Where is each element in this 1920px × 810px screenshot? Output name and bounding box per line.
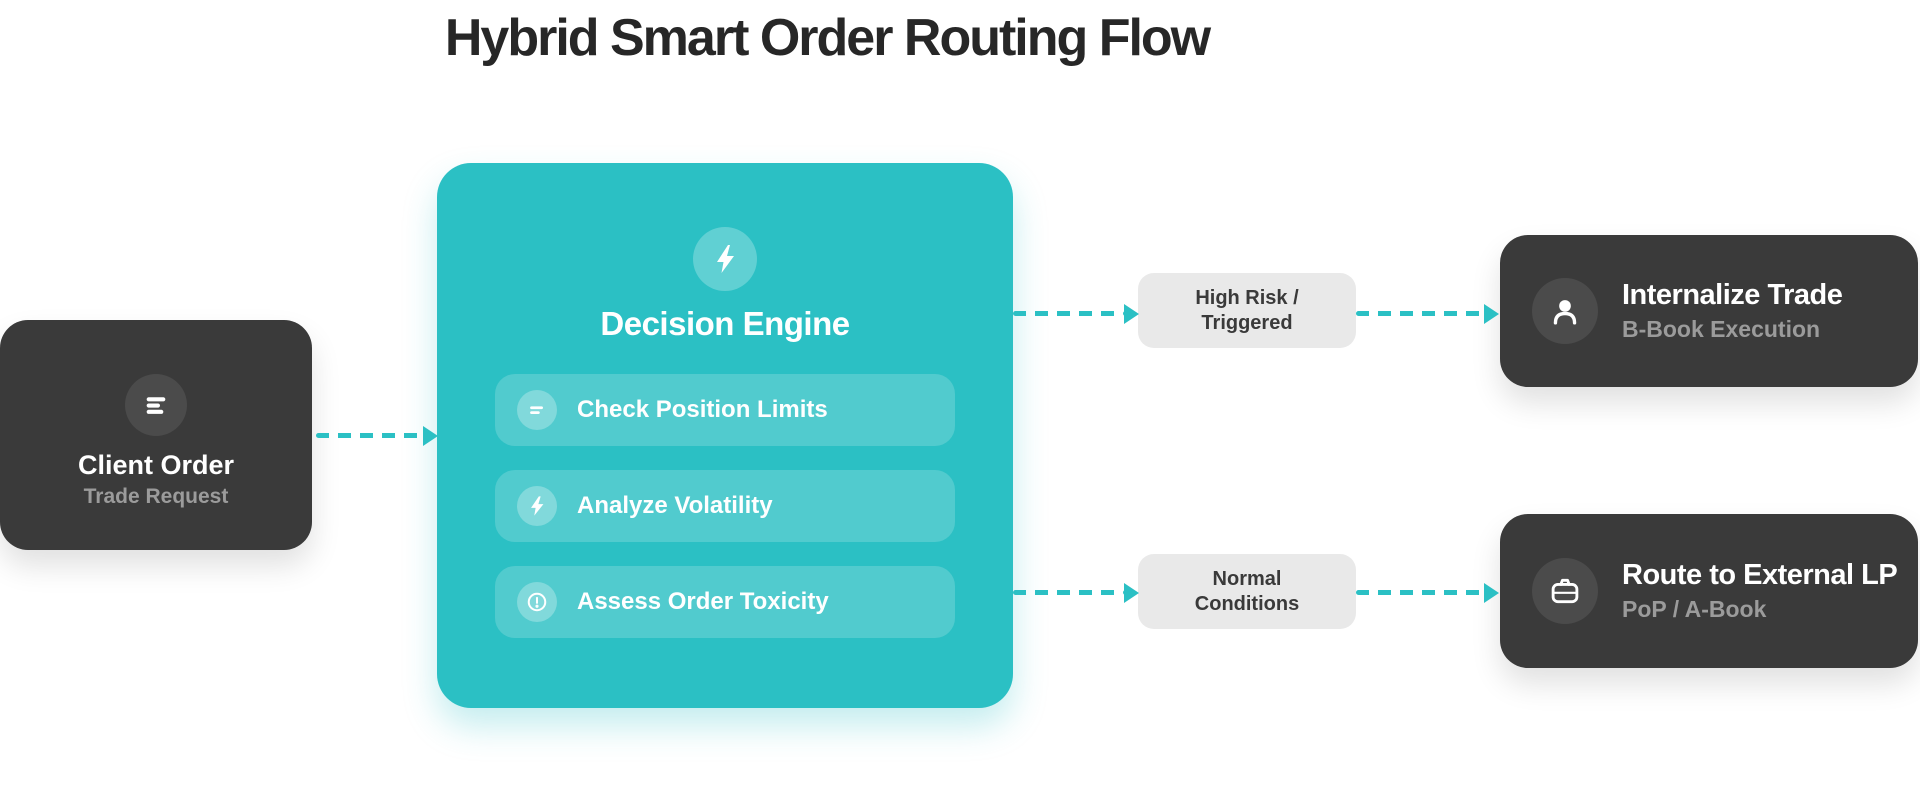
- lightning-icon: [709, 243, 741, 275]
- client-order-title: Client Order: [77, 450, 235, 480]
- client-order-icon-circle: [125, 374, 187, 436]
- list-lines-icon: [140, 389, 172, 421]
- step-label: Assess Order Toxicity: [577, 588, 829, 615]
- alert-circle-icon: [526, 591, 548, 613]
- engine-step-check-position-limits: Check Position Limits: [495, 374, 955, 446]
- arrow-client-to-engine: [316, 433, 423, 438]
- node-decision-engine: Decision Engine Check Position Limits: [437, 163, 1013, 708]
- list-lines-icon: [526, 399, 548, 421]
- arrow-normal-to-route-external: [1356, 590, 1484, 595]
- engine-step-analyze-volatility: Analyze Volatility: [495, 470, 955, 542]
- route-title: Route to External LP: [1622, 559, 1898, 591]
- step-icon-circle: [517, 582, 557, 622]
- lightning-icon: [526, 495, 548, 517]
- internalize-title: Internalize Trade: [1622, 279, 1843, 311]
- condition-label-high-risk: High Risk / Triggered: [1138, 273, 1356, 348]
- step-label: Check Position Limits: [577, 396, 828, 423]
- user-icon: [1547, 293, 1583, 329]
- decision-engine-icon-circle: [693, 227, 757, 291]
- internalize-icon-circle: [1532, 278, 1598, 344]
- node-route-external-lp: Route to External LP PoP / A-Book: [1500, 514, 1918, 668]
- arrow-engine-to-high-risk: [1013, 311, 1124, 316]
- node-client-order: Client Order Trade Request: [0, 320, 312, 550]
- arrow-high-risk-to-internalize: [1356, 311, 1484, 316]
- arrow-engine-to-normal: [1013, 590, 1124, 595]
- page-title: Hybrid Smart Order Routing Flow: [444, 9, 1211, 67]
- condition-line: Conditions: [1194, 592, 1300, 615]
- condition-line: Triggered: [1201, 311, 1293, 334]
- engine-step-assess-order-toxicity: Assess Order Toxicity: [495, 566, 955, 638]
- condition-line: Normal: [1212, 567, 1282, 590]
- node-internalize-trade: Internalize Trade B-Book Execution: [1500, 235, 1918, 387]
- condition-label-normal: Normal Conditions: [1138, 554, 1356, 629]
- route-icon-circle: [1532, 558, 1598, 624]
- step-icon-circle: [517, 390, 557, 430]
- internalize-subtitle: B-Book Execution: [1622, 316, 1821, 342]
- client-order-subtitle: Trade Request: [83, 485, 229, 508]
- condition-line: High Risk /: [1195, 286, 1299, 309]
- decision-engine-title: Decision Engine: [600, 305, 850, 342]
- briefcase-icon: [1546, 572, 1584, 610]
- step-label: Analyze Volatility: [577, 492, 773, 519]
- step-icon-circle: [517, 486, 557, 526]
- route-subtitle: PoP / A-Book: [1622, 596, 1767, 622]
